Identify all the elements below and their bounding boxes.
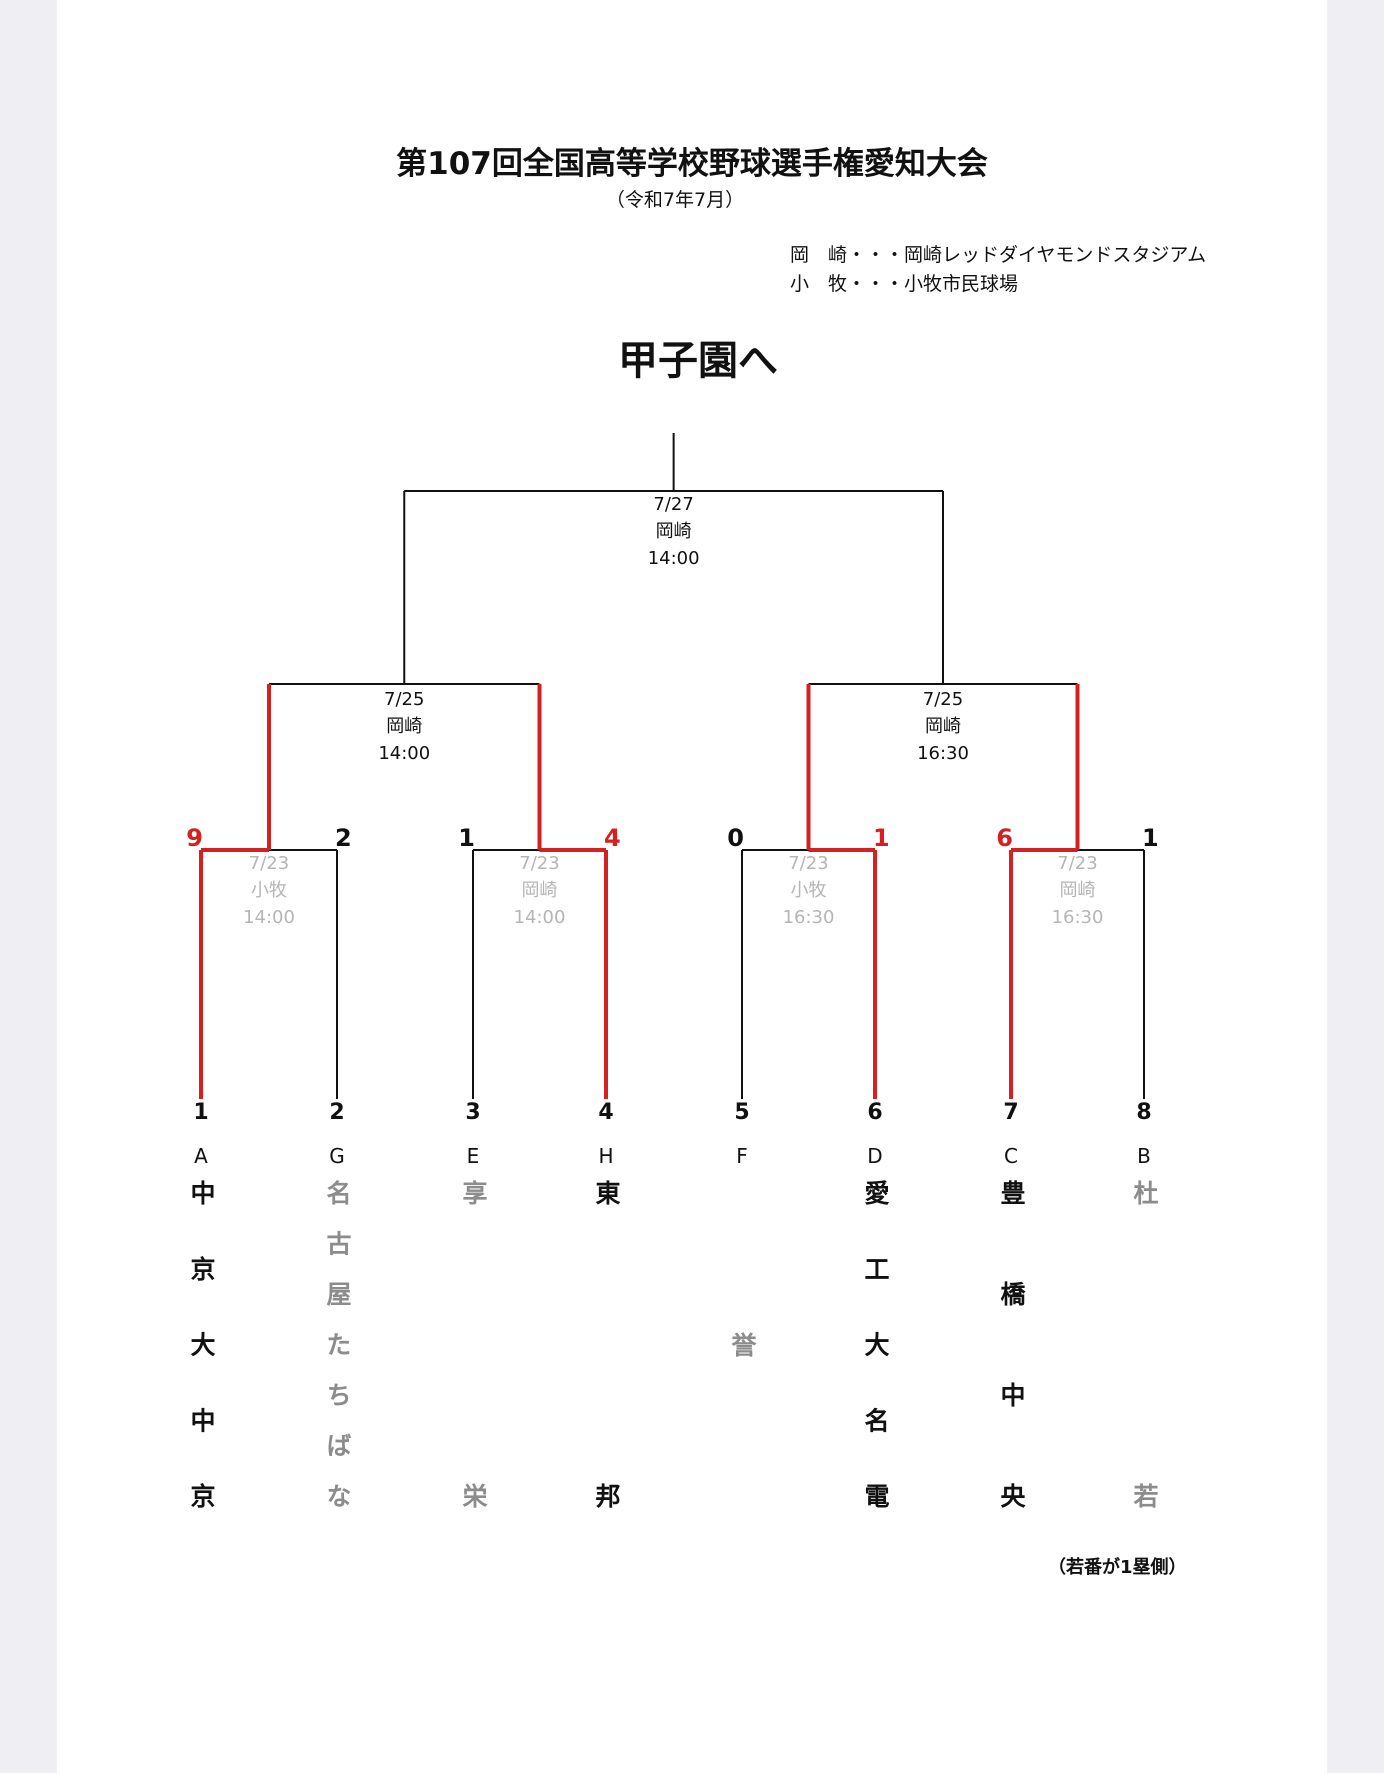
team-seed: E [466,1144,480,1168]
team-number: 3 [465,1100,481,1125]
team-number: 6 [867,1100,883,1125]
team-name: 愛工大名電 [861,1180,890,1508]
team-seed: C [1004,1144,1018,1168]
score: 9 [186,824,203,852]
page-subtitle: （令和7年7月） [605,189,745,211]
score: 4 [604,824,621,852]
final-info-venue: 岡崎 [655,521,692,542]
team-number: 8 [1136,1100,1152,1125]
team-number: 1 [193,1100,209,1125]
score: 0 [727,824,744,852]
team-name: 享栄 [459,1180,488,1508]
score: 2 [335,824,352,852]
score: 1 [1142,824,1159,852]
koshien-heading: 甲子園へ [618,338,778,384]
team-number: 5 [734,1100,750,1125]
page-title: 第107回全国高等学校野球選手権愛知大会 [396,146,988,182]
semifinal-info-date: 7/25 [384,689,425,710]
footnote: （若番が1塁側） [1048,1557,1187,1578]
team-seed: G [329,1144,345,1168]
quarterfinal-info-venue: 小牧 [251,880,287,901]
semifinal-info-date: 7/25 [922,689,964,710]
team-name: 東邦 [592,1180,621,1508]
team-seed: F [736,1144,748,1168]
final-info-date: 7/27 [653,494,694,515]
quarterfinal-info-time: 16:30 [782,907,835,928]
team-name: 豊橋中央 [997,1180,1026,1508]
bracket-sheet [57,0,1327,1773]
team-name: 中京大中京 [187,1180,216,1508]
semifinal-info-time: 16:30 [917,743,969,764]
quarterfinal-info-date: 7/23 [788,853,829,874]
quarterfinal-info-venue: 岡崎 [1059,880,1096,901]
quarterfinal-info-time: 14:00 [243,907,295,928]
team-seed: A [194,1144,208,1168]
quarterfinal-info-date: 7/23 [248,853,290,874]
team-number: 2 [329,1100,345,1125]
team-number: 7 [1003,1100,1019,1125]
quarterfinal-info-venue: 岡崎 [521,880,558,901]
team-seed: B [1137,1144,1151,1168]
venue-legend-okazaki: 岡 崎・・・岡崎レッドダイヤモンドスタジアム [790,244,1207,266]
team-seed: H [598,1144,614,1168]
venue-legend-komaki: 小 牧・・・小牧市民球場 [790,273,1019,295]
team-seed: D [867,1144,883,1168]
quarterfinal-info-time: 16:30 [1051,907,1104,928]
team-number: 4 [598,1100,614,1125]
quarterfinal-info-date: 7/23 [519,853,560,874]
team-name: 名古屋たちばな [323,1180,352,1508]
quarterfinal-info-time: 14:00 [513,907,566,928]
final-info-time: 14:00 [647,548,700,569]
score: 6 [996,824,1013,852]
semifinal-info-venue: 岡崎 [925,716,961,737]
semifinal-info-time: 14:00 [378,743,431,764]
quarterfinal-info-date: 7/23 [1057,853,1098,874]
score: 1 [458,824,475,852]
quarterfinal-info-venue: 小牧 [790,880,827,901]
semifinal-info-venue: 岡崎 [386,716,423,737]
team-name: 誉 [728,1331,757,1357]
team-name: 杜若 [1130,1180,1159,1508]
score: 1 [873,824,890,852]
